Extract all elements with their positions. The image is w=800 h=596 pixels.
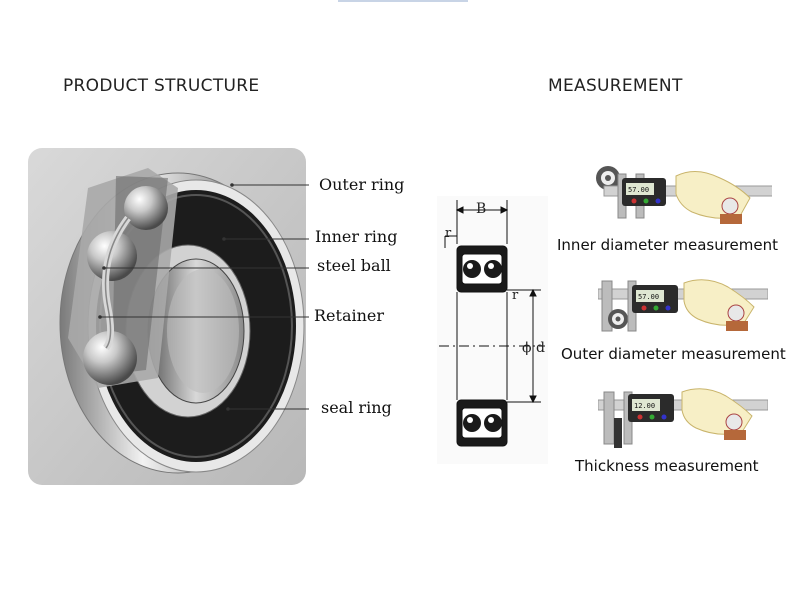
thickness-label: Thickness measurement	[575, 457, 759, 475]
product-structure-heading: PRODUCT STRUCTURE	[63, 76, 260, 96]
radius-label-top: r	[445, 226, 452, 241]
callout-outer-ring: Outer ring	[319, 175, 405, 194]
inner-diameter-readout: 57.00	[628, 186, 649, 194]
callout-steel-ball: steel ball	[317, 256, 391, 275]
outer-diameter-readout: 57.00	[638, 293, 659, 301]
width-label: B	[476, 201, 487, 217]
callout-seal-ring: seal ring	[321, 398, 392, 417]
top-accent-bar	[338, 0, 468, 2]
inner-diameter-caliper-image: 57.00	[596, 158, 772, 236]
outer-diameter-caliper-image: 57.00	[598, 275, 768, 343]
thickness-caliper-image: 12.00	[598, 384, 768, 452]
inner-diameter-label: Inner diameter measurement	[557, 236, 779, 254]
steel-ball-3	[83, 331, 137, 385]
steel-ball-1	[124, 186, 168, 230]
callout-retainer: Retainer	[314, 306, 385, 325]
bearing-illustration	[28, 148, 306, 485]
callout-inner-ring: Inner ring	[315, 227, 398, 246]
measurement-heading: MEASUREMENT	[548, 76, 683, 96]
radius-label-side: r	[512, 288, 519, 303]
outer-diameter-label: Outer diameter measurement	[561, 345, 786, 363]
diameter-label: ϕ d	[522, 340, 545, 356]
cross-section-drawing	[439, 200, 545, 447]
thickness-readout: 12.00	[634, 402, 655, 410]
